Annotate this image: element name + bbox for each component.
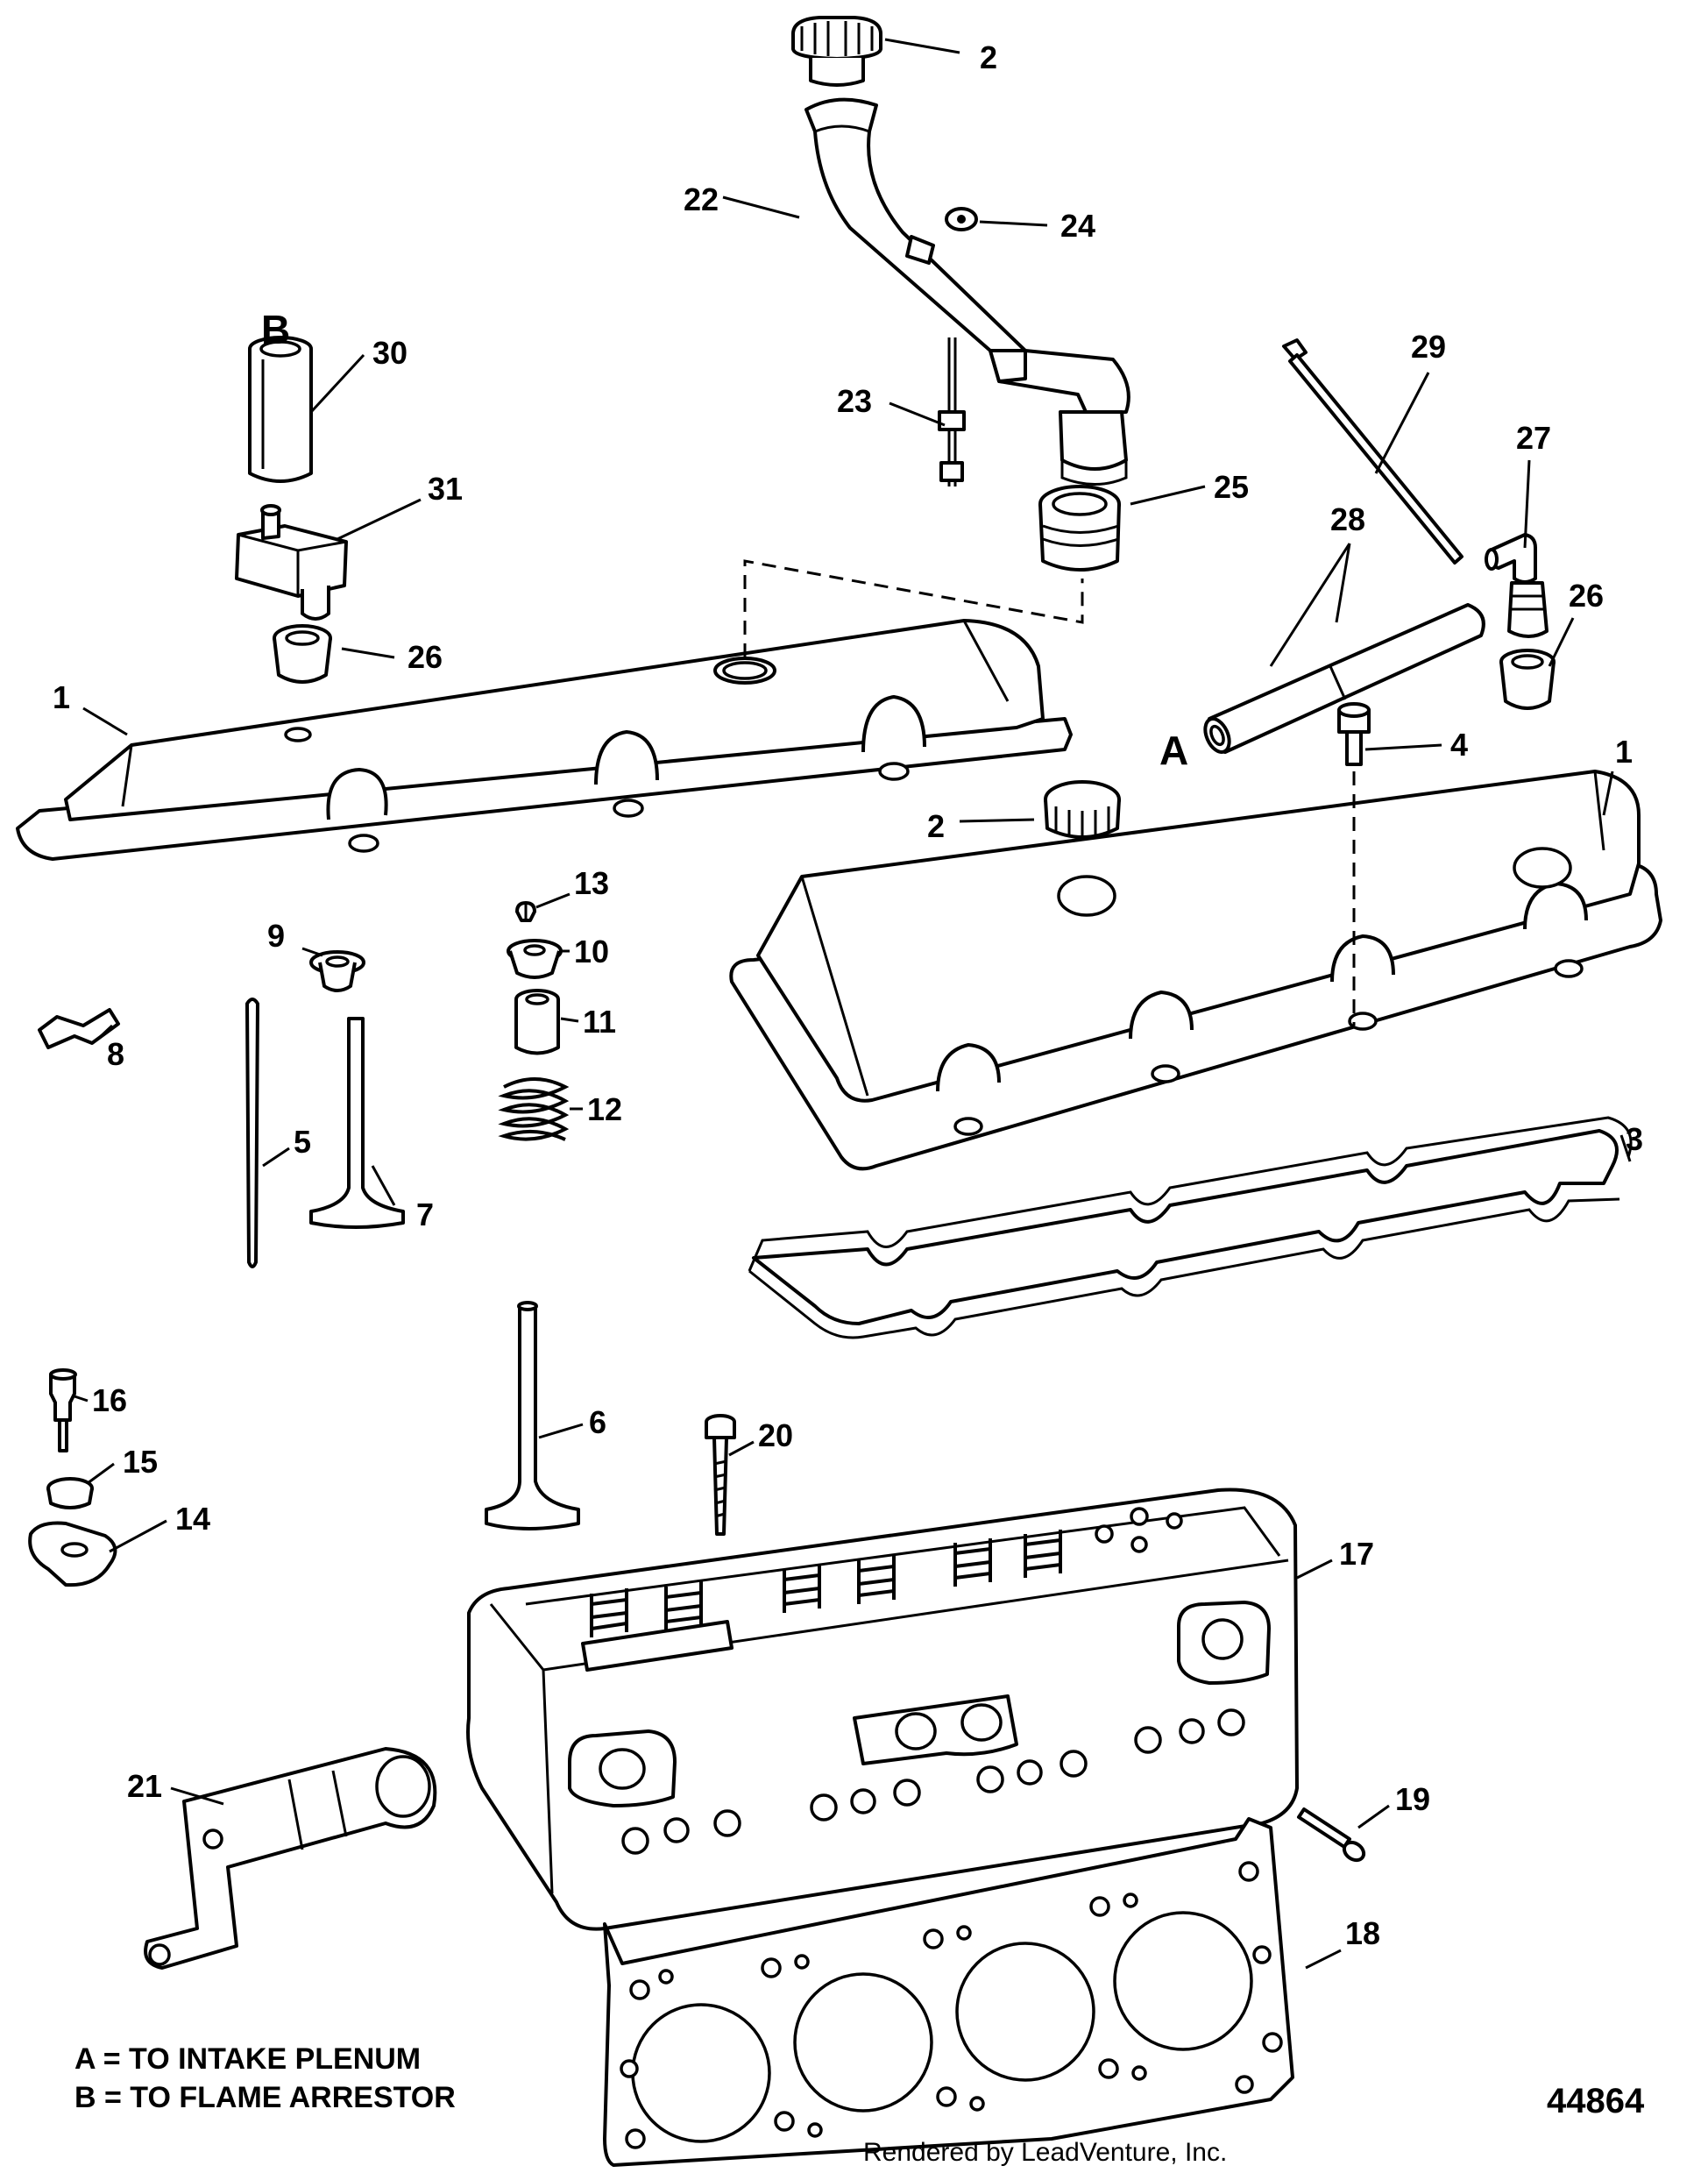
hose-30 [248,336,313,483]
callout-9: 9 [267,918,285,954]
callout-10: 10 [574,934,609,969]
oil-filler-tube [804,97,1130,486]
callout-26-right: 26 [1569,578,1604,614]
legend-a: A = TO INTAKE PLENUM [74,2042,421,2076]
callout-20: 20 [758,1417,793,1453]
callout-3: 3 [1626,1121,1643,1157]
cable-tie-29 [1282,338,1463,565]
cylinder-head-17 [466,1488,1299,1931]
valve-spring-12 [498,1077,570,1141]
legend: A = TO INTAKE PLENUM B = TO FLAME ARREST… [74,2042,456,2114]
bolt-4 [1337,702,1371,1026]
callout-31: 31 [428,471,463,507]
valve-springs-installed [590,1530,1062,1637]
render-credit: Rendered by LeadVenture, Inc. [863,2138,1227,2167]
rocker-stud-16 [49,1368,77,1452]
callout-5: 5 [294,1124,311,1160]
intake-valve-7 [309,1017,405,1229]
oil-filler-cap-top [791,16,882,87]
callout-22: 22 [684,181,719,217]
pushrod-5 [245,998,259,1268]
nut [945,207,978,231]
spring-cap-10 [507,939,563,979]
grommet-26-right [1499,649,1556,710]
legend-b: B = TO FLAME ARRESTOR [74,2081,456,2114]
callout-19: 19 [1395,1781,1430,1817]
section-label-a: A [1159,728,1188,773]
callout-1-right: 1 [1615,734,1633,770]
callout-numbers: 2 22 24 23 25 B 30 31 26 29 27 28 26 A 4… [53,39,1643,1951]
exhaust-valve-6 [485,1301,580,1530]
callout-15: 15 [123,1444,158,1480]
callout-17: 17 [1339,1536,1374,1572]
callout-27: 27 [1516,420,1551,456]
bolt-20 [705,1414,736,1536]
callout-23: 23 [837,383,872,419]
callout-2-top: 2 [980,39,997,75]
callout-12: 12 [587,1091,622,1127]
callout-8: 8 [107,1036,124,1072]
callout-11: 11 [583,1004,616,1040]
head-gasket-18 [603,1817,1294,2167]
valve-cover-right [729,770,1662,1171]
bracket-21 [144,1747,437,1970]
callout-4: 4 [1450,727,1468,763]
valve-keepers-13 [515,901,536,922]
hose-28 [1203,603,1485,754]
callout-24: 24 [1060,208,1095,244]
callout-21: 21 [127,1768,162,1804]
callout-26-left: 26 [408,639,443,675]
elbow-fitting-27 [1485,533,1549,638]
shield-11 [514,989,560,1055]
callout-29: 29 [1411,329,1446,365]
valve-seal-9 [309,950,365,992]
valve-cover-left [16,619,1073,861]
callout-1-left: 1 [53,679,70,715]
callout-28: 28 [1330,501,1365,537]
callout-25: 25 [1214,469,1249,505]
oil-filler-cap-right [1044,780,1121,839]
pivot-ball-15 [46,1477,94,1509]
callout-16: 16 [92,1382,127,1418]
grommet-26-left [273,624,332,684]
section-label-b: B [261,307,290,352]
callout-2-right: 2 [927,808,945,844]
callout-30: 30 [372,335,408,371]
callout-14: 14 [175,1501,210,1537]
pcv-valve-31 [235,504,348,621]
grommet-25 [1038,485,1121,572]
figure-number: 44864 [1547,2082,1645,2120]
gasket-bolt-holes [620,1861,1283,2149]
head-bolt-holes [621,1507,1245,1855]
callout-7: 7 [416,1197,434,1232]
leader-lines [71,38,1632,1970]
callout-6: 6 [589,1404,606,1440]
rocker-arm-14 [28,1521,117,1587]
callout-18: 18 [1345,1915,1380,1951]
callout-13: 13 [574,865,609,901]
bolt-19 [1297,1807,1366,1863]
valve-cover-gasket [748,1116,1633,1339]
dashed-lines-left-cover [301,559,1084,657]
stud-with-nuts [938,337,966,486]
